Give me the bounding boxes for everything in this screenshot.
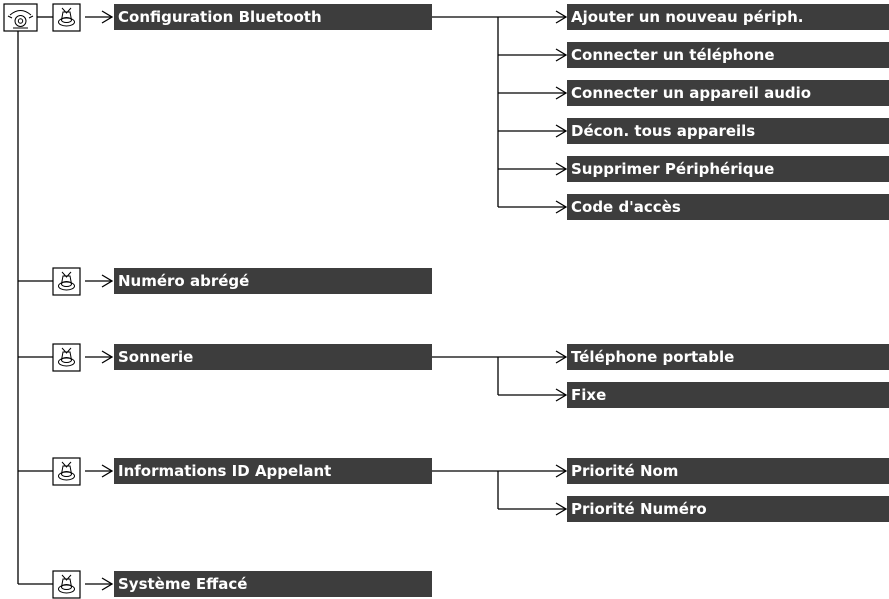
selector-knob-icon	[52, 457, 81, 486]
selector-knob-icon	[52, 3, 81, 32]
menu-box-background	[567, 496, 889, 522]
menu-box-background	[567, 194, 889, 220]
menu-box-label: Connecter un téléphone	[571, 46, 775, 64]
menu-box-background	[114, 4, 432, 30]
menu-item-5: Système Effacé	[114, 571, 432, 597]
menu-item-2: Numéro abrégé	[114, 268, 432, 294]
arrowhead-icon	[555, 48, 568, 62]
submenu-item: Ajouter un nouveau périph.	[567, 4, 889, 30]
submenu-item: Fixe	[567, 382, 889, 408]
arrowhead-icon	[555, 124, 568, 138]
selector-knob-icon	[52, 267, 81, 296]
menu-item-3: Sonnerie	[114, 344, 432, 370]
submenu-item: Supprimer Périphérique	[567, 156, 889, 182]
menu-box-label: Supprimer Périphérique	[571, 160, 774, 178]
menu-box-label: Système Effacé	[118, 575, 247, 593]
arrowhead-icon	[101, 464, 114, 478]
menu-box-label: Fixe	[571, 386, 606, 404]
menu-box-label: Décon. tous appareils	[571, 122, 755, 140]
menu-box-background	[567, 118, 889, 144]
arrowhead-icon	[101, 350, 114, 364]
menu-box-label: Sonnerie	[118, 348, 193, 366]
menu-box-label: Téléphone portable	[571, 348, 734, 366]
menu-box-background	[114, 344, 432, 370]
selector-knob-icon	[52, 343, 81, 372]
menu-item-1: Configuration Bluetooth	[114, 4, 432, 30]
submenu-item: Priorité Nom	[567, 458, 889, 484]
menu-box-label: Numéro abrégé	[118, 272, 249, 290]
menu-box-label: Priorité Numéro	[571, 500, 707, 518]
submenu-item: Connecter un appareil audio	[567, 80, 889, 106]
menu-box-background	[567, 156, 889, 182]
arrowhead-icon	[555, 464, 568, 478]
phone-menu-icon	[3, 3, 38, 32]
menu-box-background	[114, 571, 432, 597]
submenu-item: Code d'accès	[567, 194, 889, 220]
arrowhead-icon	[555, 162, 568, 176]
arrowhead-icon	[555, 388, 568, 402]
arrowhead-icon	[555, 502, 568, 516]
menu-box-label: Configuration Bluetooth	[118, 8, 322, 26]
arrowhead-icon	[555, 350, 568, 364]
selector-knob-icon	[52, 570, 81, 599]
menu-box-background	[567, 344, 889, 370]
menu-box-background	[567, 42, 889, 68]
menu-box-background	[567, 458, 889, 484]
arrowhead-icon	[101, 577, 114, 591]
arrowhead-icon	[101, 10, 114, 24]
menu-box-label: Connecter un appareil audio	[571, 84, 811, 102]
menu-box-background	[567, 382, 889, 408]
arrowhead-icon	[101, 274, 114, 288]
arrowhead-icon	[555, 10, 568, 24]
arrowhead-icon	[555, 86, 568, 100]
menu-box-background	[114, 458, 432, 484]
submenu-item: Connecter un téléphone	[567, 42, 889, 68]
menu-box-background	[567, 80, 889, 106]
menu-box-background	[567, 4, 889, 30]
submenu-item: Décon. tous appareils	[567, 118, 889, 144]
menu-box-label: Informations ID Appelant	[118, 462, 331, 480]
arrowhead-icon	[555, 200, 568, 214]
menu-box-label: Code d'accès	[571, 198, 681, 216]
menu-box-label: Ajouter un nouveau périph.	[571, 8, 803, 26]
menu-box-background	[114, 268, 432, 294]
menu-box-label: Priorité Nom	[571, 462, 678, 480]
menu-item-4: Informations ID Appelant	[114, 458, 432, 484]
submenu-item: Téléphone portable	[567, 344, 889, 370]
submenu-item: Priorité Numéro	[567, 496, 889, 522]
